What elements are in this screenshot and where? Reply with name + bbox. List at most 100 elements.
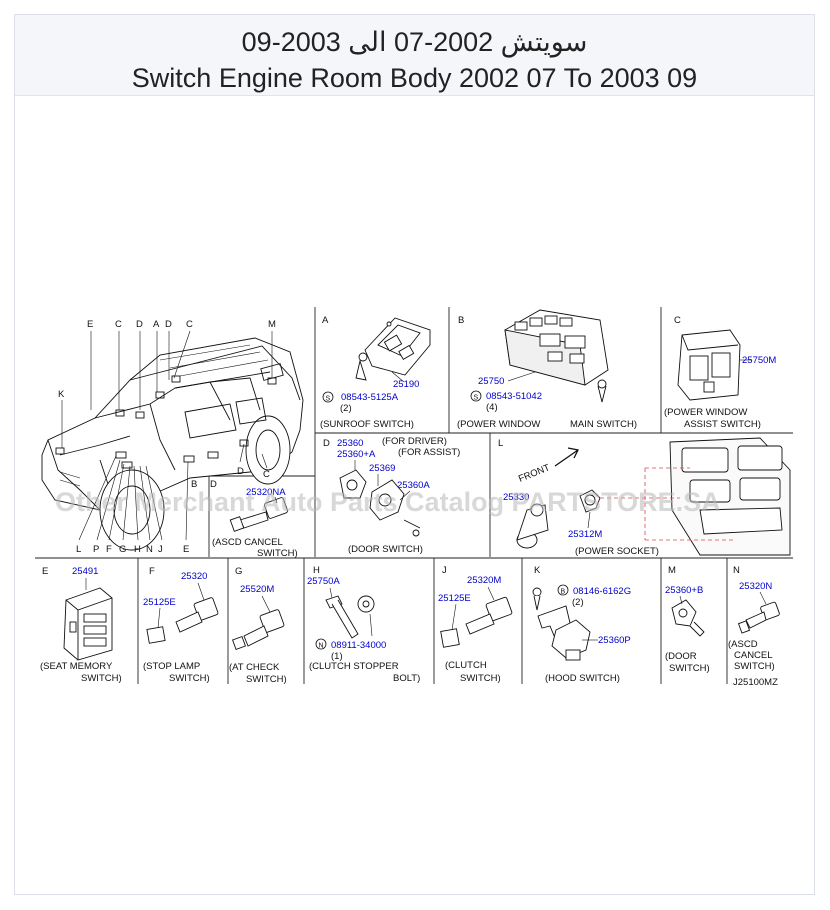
part-number: 25491	[72, 566, 98, 577]
callout-letter: B	[191, 479, 197, 490]
part-number: 25750A	[307, 576, 340, 587]
section-caption: SWITCH)	[669, 663, 710, 674]
callout-letter: C	[186, 319, 193, 330]
section-caption: SWITCH)	[246, 674, 287, 685]
section-caption: (SEAT MEMORY	[40, 661, 113, 672]
vehicle-callouts: E C D A D C M K L P F G H N J E D C D B	[58, 319, 276, 555]
part-number: 08543-5125A	[341, 392, 399, 403]
section-caption: SWITCH)	[169, 673, 210, 684]
part-number: 25320M	[467, 575, 501, 586]
section-caption: (POWER WINDOW	[664, 407, 747, 418]
vehicle-leader-lines	[61, 330, 273, 541]
callout-letter: J	[158, 544, 163, 555]
section-caption: SWITCH)	[81, 673, 122, 684]
bolt-symbol: B	[561, 589, 566, 596]
callout-letter: M	[268, 319, 276, 330]
section-ascd-cancel-switch-top: 25320NA (ASCD CANCEL SWITCH)	[212, 487, 298, 559]
section-caption: SWITCH)	[734, 661, 775, 672]
part-number: 25312M	[568, 529, 602, 540]
section-letter: D	[323, 438, 330, 449]
part-number: 25190	[393, 379, 419, 390]
page-title-english: Switch Engine Room Body 2002 07 To 2003 …	[131, 63, 698, 93]
section-grid-lines	[35, 307, 793, 684]
section-caption: (POWER SOCKET)	[575, 546, 659, 557]
part-number: 25369	[369, 463, 395, 474]
section-letter: J	[442, 565, 447, 576]
part-number: 25750	[478, 376, 504, 387]
diagram-code: J25100MZ	[733, 677, 778, 688]
section-caption: (ASCD	[728, 639, 758, 650]
section-letter: N	[733, 565, 740, 576]
section-n-ascd-cancel-switch: N 25320N (ASCD CANCEL SWITCH)	[728, 565, 780, 672]
callout-letter: D	[237, 466, 244, 477]
section-caption: (DOOR	[665, 651, 697, 662]
nut-symbol: N	[319, 643, 324, 650]
section-c-power-window-assist-switch: C 25750M (POWER WINDOW ASSIST SWITCH)	[664, 315, 776, 430]
part-number: 25330	[503, 492, 529, 503]
callout-letter: A	[153, 319, 160, 330]
callout-letter: C	[263, 469, 270, 480]
section-f-stop-lamp-switch: F 25320 25125E (STOP LAMP SWITCH)	[143, 566, 219, 684]
section-caption: SWITCH)	[460, 673, 501, 684]
section-letter: A	[322, 315, 329, 326]
part-number: 08146-6162G	[573, 586, 631, 597]
part-number: 25750M	[742, 355, 776, 366]
section-letter: F	[149, 566, 155, 577]
part-number: 25320	[181, 571, 207, 582]
callout-letter: D	[136, 319, 143, 330]
part-number: 08543-51042	[486, 391, 542, 402]
section-caption: (ASCD CANCEL	[212, 537, 283, 548]
page-title-arabic: سويتش 2002-07 الى 2003-09	[241, 27, 588, 57]
callout-letter: H	[134, 544, 141, 555]
callout-letter: C	[115, 319, 122, 330]
section-letter: B	[458, 315, 464, 326]
callout-letter: E	[87, 319, 93, 330]
callout-letter: D	[210, 479, 217, 490]
section-a-sunroof-switch: A 25190 S 08543-5125A (2) (SUNROOF SWITC…	[320, 315, 431, 430]
section-letter: M	[668, 565, 676, 576]
callout-letter: E	[183, 544, 189, 555]
section-caption: (SUNROOF SWITCH)	[320, 419, 414, 430]
section-h-clutch-stopper-bolt: H 25750A N 08911-34000 (1) (CLUTCH STOPP…	[307, 565, 420, 684]
section-k-hood-switch: K B 08146-6162G (2) 25360P (HOOD SWITCH)	[532, 565, 631, 684]
callout-letter: K	[58, 389, 65, 400]
vehicle-illustration	[41, 337, 304, 551]
section-caption: CANCEL	[734, 650, 773, 661]
section-caption: (HOOD SWITCH)	[545, 673, 620, 684]
section-letter: K	[534, 565, 541, 576]
front-arrow-icon	[554, 447, 579, 467]
front-label: FRONT	[517, 462, 552, 485]
screw-symbol: S	[326, 396, 331, 403]
section-caption: (DOOR SWITCH)	[348, 544, 423, 555]
section-caption: SWITCH)	[257, 548, 298, 559]
part-number: 25520M	[240, 584, 274, 595]
callout-letter: D	[165, 319, 172, 330]
part-number: 25125E	[438, 593, 471, 604]
part-number: 25125E	[143, 597, 176, 608]
section-d-door-switch: D 25360 (FOR DRIVER) 25360+A (FOR ASSIST…	[323, 436, 460, 555]
screw-symbol: S	[474, 395, 479, 402]
section-letter: L	[498, 438, 503, 449]
section-caption: (POWER WINDOW	[457, 419, 540, 430]
section-g-at-check-switch: G 25520M (AT CHECK SWITCH)	[229, 566, 287, 685]
usage-note: (FOR DRIVER)	[382, 436, 447, 447]
section-j-clutch-switch: J 25320M 25125E (CLUTCH SWITCH)	[438, 565, 513, 684]
section-caption: (STOP LAMP	[143, 661, 200, 672]
callout-letter: F	[106, 544, 112, 555]
callout-letter: G	[119, 544, 126, 555]
quantity: (2)	[340, 403, 352, 414]
watermark-text: Other Merchant Auto Parts Catalog PARTST…	[55, 487, 721, 517]
section-caption: (CLUTCH STOPPER	[309, 661, 399, 672]
usage-note: (FOR ASSIST)	[398, 447, 460, 458]
section-letter: G	[235, 566, 242, 577]
quantity: (2)	[572, 597, 584, 608]
part-number: 08911-34000	[331, 640, 386, 651]
part-number: 25320N	[739, 581, 772, 592]
section-letter: H	[313, 565, 320, 576]
section-e-seat-memory-switch: E 25491 (SEAT MEMORY SWITCH)	[40, 566, 122, 684]
section-caption: (CLUTCH	[445, 660, 487, 671]
quantity: (1)	[331, 651, 343, 662]
part-number: 25360A	[397, 480, 430, 491]
callout-letter: P	[93, 544, 99, 555]
